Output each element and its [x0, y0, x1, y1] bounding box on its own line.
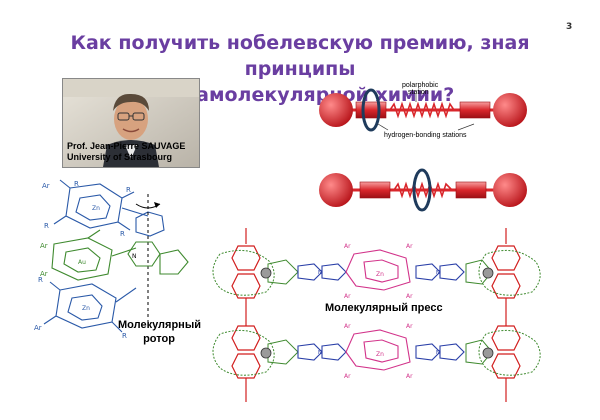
slide-title-line1: Как получить нобелевскую премию, зная пр… — [70, 32, 530, 80]
press-atom-ar-5: Ar — [344, 323, 351, 330]
rotor-atom-r-4: R — [120, 230, 125, 238]
rotor-atom-ar-2: Ar — [40, 242, 48, 250]
portrait-name: Prof. Jean-Pierre SAUVAGE — [67, 141, 186, 151]
rotor-atom-r-1: R — [74, 180, 79, 188]
rotor-atom-zn-2: Zn — [82, 305, 90, 312]
molecular-press-structure: Ar Ar Ar Ar Zn Zn Ar Ar Ar Ar N N N N — [212, 228, 541, 402]
rotor-label-line2: ротор — [143, 333, 175, 345]
press-atom-ar-4: Ar — [406, 293, 413, 300]
portrait-image — [63, 79, 199, 167]
press-atom-ar-3: Ar — [344, 293, 351, 300]
label-polarphobic: polarphobic — [402, 82, 439, 89]
rotor-middle-porphyrin — [51, 229, 189, 281]
molecular-rotor-structure: Ar Zn R R R R Ar Au Ar N R Zn Ar R — [34, 179, 189, 340]
press-cu-atom-1 — [260, 267, 272, 279]
rotor-atom-ar-3: Ar — [40, 270, 48, 278]
press-atom-n-4: N — [436, 350, 440, 356]
press-atom-n-1: N — [318, 270, 322, 276]
press-blue-linkers — [297, 263, 465, 361]
portrait-caption: Prof. Jean-Pierre SAUVAGE University of … — [67, 141, 185, 163]
slide-number: 3 — [566, 22, 573, 32]
rotor-atom-n-1: N — [132, 253, 137, 260]
rotor-atom-r-3: R — [44, 222, 49, 230]
rotor-atom-zn-1: Zn — [92, 205, 100, 212]
label-station: station — [408, 89, 429, 96]
rotor-label-line1: Молекулярный — [118, 319, 201, 331]
rotor-atom-au: Au — [78, 259, 86, 266]
press-atom-n-2: N — [436, 270, 440, 276]
press-red-columns — [231, 228, 521, 402]
rotor-bottom-porphyrin — [43, 281, 137, 333]
rotor-top-porphyrin — [53, 179, 165, 237]
press-atom-zn-1: Zn — [376, 271, 384, 278]
press-atom-zn-2: Zn — [376, 351, 384, 358]
rotor-atom-ar-1: Ar — [42, 182, 50, 190]
shuttle-diagram-top: polarphobic station hydrogen-bonding sta… — [319, 82, 527, 139]
rotor-atom-r-5: R — [38, 276, 43, 284]
rotor-atom-r-2: R — [126, 186, 131, 194]
press-atom-ar-7: Ar — [344, 373, 351, 380]
rotor-atom-r-6: R — [122, 332, 127, 340]
press-atom-ar-8: Ar — [406, 373, 413, 380]
rotor-atom-ar-4: Ar — [34, 324, 42, 332]
press-atom-ar-6: Ar — [406, 323, 413, 330]
press-atom-ar-1: Ar — [344, 243, 351, 250]
shuttle-diagram-bottom — [319, 168, 527, 212]
rotor-label: Молекулярный ротор — [118, 318, 201, 346]
press-atom-n-3: N — [318, 350, 322, 356]
press-atom-ar-2: Ar — [406, 243, 413, 250]
press-label: Молекулярный пресс — [325, 302, 443, 314]
press-cu-atom-2 — [260, 347, 272, 359]
label-hbond-stations: hydrogen-bonding stations — [384, 132, 467, 139]
portrait-affiliation: University of Strasbourg — [67, 152, 173, 162]
press-cu-atom-4 — [482, 347, 494, 359]
press-pink-porphyrins — [345, 249, 411, 371]
press-cu-atom-3 — [482, 267, 494, 279]
portrait-photo: Prof. Jean-Pierre SAUVAGE University of … — [62, 78, 200, 168]
